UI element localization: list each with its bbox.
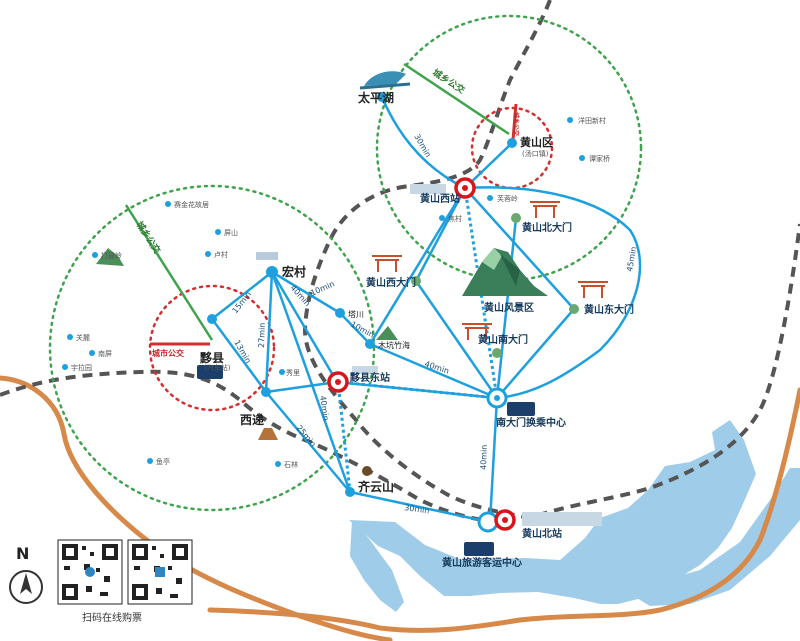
mountain-icon xyxy=(96,248,124,266)
label-huangshanbeizhan: 黄山北站 xyxy=(522,527,562,540)
route-time-label: 45min xyxy=(625,246,638,272)
label-mukeng: 木坑竹海 xyxy=(378,340,410,350)
label-huangshanxidamen: 黄山西大门 xyxy=(366,276,416,289)
route-time-label: 27min xyxy=(257,323,267,349)
mountain-icon xyxy=(376,326,398,340)
label-dazhanzhang: 打鼓岭 xyxy=(101,251,122,260)
hub-nodes xyxy=(477,387,508,533)
label-chengxiang2: 城乡公交 xyxy=(133,219,163,256)
mountain-icon xyxy=(462,248,548,296)
route-time-label: 40min xyxy=(318,395,330,421)
label-pingshan: 屏山 xyxy=(224,228,238,237)
label-tachuan: 塔川 xyxy=(348,309,364,319)
label-hongcun: 宏村 xyxy=(282,264,306,279)
route-time-label: 40min xyxy=(479,445,489,471)
label-huangshannandamen: 黄山南大门 xyxy=(478,333,528,346)
label-keyun: 黄山旅游客运中心 xyxy=(442,556,522,569)
label-nandamen-hub: 南大门换乘中心 xyxy=(496,416,566,429)
label-xiaocun: 焦村 xyxy=(448,214,462,223)
label-chengshi: 城市公交 xyxy=(152,348,184,358)
train-stations xyxy=(327,177,516,531)
bus-routes xyxy=(210,96,642,523)
lake-icon xyxy=(359,71,411,90)
route-time-label: 25min xyxy=(294,424,317,449)
label-tanjiaqiao: 谭家桥 xyxy=(589,154,610,163)
label-yangtianxincun: 洋田新村 xyxy=(578,116,606,125)
label-shilin: 石林 xyxy=(284,460,298,469)
label-yuting: 鱼亭 xyxy=(156,457,170,466)
bus-icon xyxy=(197,365,535,556)
label-nanping: 南屏 xyxy=(98,349,112,358)
range-circles xyxy=(48,14,643,512)
label-xiuli: 秀里 xyxy=(286,368,300,377)
radius-lines xyxy=(124,62,518,346)
route-time-label: 30min xyxy=(412,133,432,159)
label-xidi: 西递 xyxy=(240,412,264,427)
label-yixian-sub: (汽车站) xyxy=(204,363,231,372)
label-huangshanbeidamen: 黄山北大门 xyxy=(522,221,572,234)
label-saijinhua: 赛金花故居 xyxy=(174,200,209,209)
label-huangshanqu: 黄山区 xyxy=(520,135,553,149)
label-furongling: 芙蓉岭 xyxy=(497,194,518,203)
label-guanlu: 关麓 xyxy=(76,333,90,342)
compass-north-label: N xyxy=(16,544,30,563)
label-qiyunshan: 齐云山 xyxy=(358,479,394,494)
label-taipinghu: 太平湖 xyxy=(358,90,394,105)
label-shuzhiyuan: 宇拉园 xyxy=(71,363,92,372)
label-chengxiang-small: 城乡公交 xyxy=(512,112,520,136)
label-huangshandongdamen: 黄山东大门 xyxy=(584,303,634,316)
qr-code-icon[interactable] xyxy=(57,539,123,605)
label-chengxiang1: 城乡公交 xyxy=(430,66,467,96)
label-yixian: 黟县 xyxy=(199,350,224,365)
stop-nodes xyxy=(62,92,585,497)
qr-code-icon[interactable] xyxy=(127,539,193,605)
gate-nodes xyxy=(411,213,579,358)
label-yixiandongzhan: 黟县东站 xyxy=(350,371,390,384)
route-time-label: 30min xyxy=(404,503,430,515)
gate-icon xyxy=(372,201,608,340)
building-icon xyxy=(258,428,372,476)
county-boundary xyxy=(0,0,800,524)
rail-link xyxy=(336,187,499,493)
label-huangshanqu-sub: (汤口镇) xyxy=(522,149,549,158)
label-huangshanxizhan: 黄山西站 xyxy=(420,192,460,205)
compass-icon xyxy=(9,570,43,604)
label-huangshanfengjingqu: 黄山风景区 xyxy=(484,301,534,314)
footer-ticket-label: 扫码在线购票 xyxy=(82,613,142,624)
label-lucun: 卢村 xyxy=(214,250,228,259)
station-icon xyxy=(256,184,602,526)
